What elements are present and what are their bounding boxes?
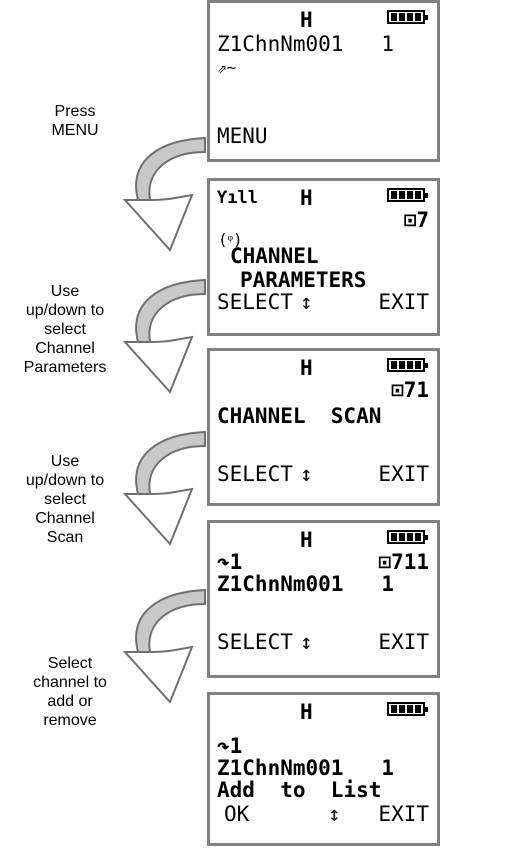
channel-line: Z1ChnNm001 1	[217, 32, 395, 56]
softkey-select[interactable]: SELECT	[217, 630, 293, 654]
action-line: Add to List	[217, 778, 382, 802]
curved-down-arrow-icon	[122, 430, 206, 546]
caption-select-channel-add-remove: Select channel to add or remove	[33, 655, 107, 729]
mode-indicator: H	[300, 186, 313, 210]
status-icons: ⇗∼	[217, 58, 237, 77]
group-indicator: ⊡711	[378, 550, 429, 574]
updown-arrows-icon[interactable]: ↕	[300, 630, 313, 654]
scan-indicator: ↷1	[217, 550, 243, 574]
battery-icon	[387, 188, 428, 202]
radio-screen-home: H Z1ChnNm001 1 ⇗∼ MENU	[207, 0, 440, 162]
radio-screen-add-to-list: H ↷1 Z1ChnNm001 1 Add to List OK ↕ EXIT	[207, 692, 440, 846]
curved-down-arrow-icon	[122, 588, 206, 704]
scan-indicator: ↷1	[217, 734, 243, 758]
softkey-select[interactable]: SELECT	[217, 290, 293, 314]
menu-title-line2: PARAMETERS	[240, 268, 367, 292]
softkey-exit[interactable]: EXIT	[378, 630, 429, 654]
curved-down-arrow-icon	[122, 278, 206, 394]
mode-indicator: H	[300, 356, 313, 380]
radio-screen-channel-scan: H ⊡71 CHANNEL SCAN SELECT ↕ EXIT	[207, 348, 440, 506]
softkey-ok[interactable]: OK	[224, 802, 250, 826]
caption-select-channel-scan: Use up/down to select Channel Scan	[25, 453, 105, 546]
channel-line: Z1ChnNm001 1	[217, 756, 395, 780]
radio-screen-channel-parameters: Ƴıll H ⊡7 (ᵠ) CHANNEL PARAMETERS SELECT …	[207, 178, 440, 336]
battery-icon	[387, 10, 428, 24]
softkey-exit[interactable]: EXIT	[378, 462, 429, 486]
mode-indicator: H	[300, 700, 313, 724]
menu-title-line1: CHANNEL	[230, 244, 319, 268]
softkey-exit[interactable]: EXIT	[378, 290, 429, 314]
caption-select-channel-parameters: Use up/down to select Channel Parameters	[23, 283, 107, 376]
caption-press-menu: Press MENU	[51, 103, 99, 139]
signal-strength: Ƴıll	[217, 188, 258, 208]
antenna-icon: (ᵠ)	[218, 230, 243, 249]
battery-icon	[387, 530, 428, 544]
updown-arrows-icon[interactable]: ↕	[300, 290, 313, 314]
softkey-exit[interactable]: EXIT	[378, 802, 429, 826]
curved-down-arrow-icon	[122, 136, 206, 252]
battery-icon	[387, 358, 428, 372]
mode-indicator: H	[300, 528, 313, 552]
group-indicator: ⊡7	[403, 208, 429, 232]
updown-arrows-icon[interactable]: ↕	[328, 802, 341, 826]
updown-arrows-icon[interactable]: ↕	[300, 462, 313, 486]
channel-line: Z1ChnNm001 1	[217, 572, 395, 596]
mode-indicator: H	[300, 8, 313, 32]
menu-title: CHANNEL SCAN	[217, 404, 382, 428]
group-indicator: ⊡71	[391, 378, 429, 402]
radio-screen-scan-list: H ↷1 ⊡711 Z1ChnNm001 1 SELECT ↕ EXIT	[207, 520, 440, 678]
softkey-select[interactable]: SELECT	[217, 462, 293, 486]
softkey-menu[interactable]: MENU	[217, 124, 268, 148]
battery-icon	[387, 702, 428, 716]
